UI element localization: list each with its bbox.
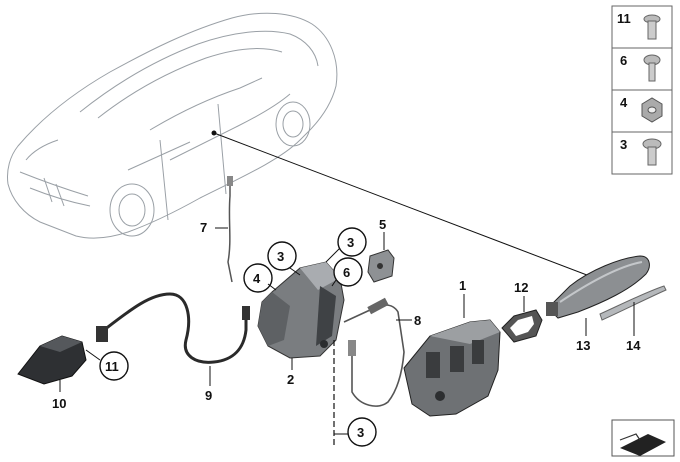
label-14: 14	[626, 338, 641, 353]
side-label-6: 6	[620, 53, 627, 68]
screw-3-icon	[642, 138, 662, 166]
door-handle-13: 13	[546, 255, 650, 353]
bracket-5: 5	[367, 217, 395, 283]
label-12: 12	[514, 280, 528, 295]
screw-11-icon	[643, 14, 661, 40]
side-label-11: 11	[617, 11, 631, 26]
door-lock-2: 2	[257, 261, 345, 387]
label-5: 5	[379, 217, 386, 232]
dotted-leader-3: 3	[333, 340, 377, 447]
label-11: 11	[105, 359, 119, 374]
screw-6-icon	[643, 54, 661, 82]
label-13: 13	[576, 338, 590, 353]
handle-carrier-1: 1	[403, 278, 501, 417]
rod-7: 7	[200, 176, 233, 283]
label-4: 4	[253, 271, 261, 286]
side-label-3: 3	[620, 137, 627, 152]
label-10: 10	[52, 396, 66, 411]
car-to-handle-leader	[211, 130, 601, 281]
label-8: 8	[414, 313, 421, 328]
seal-12: 12	[501, 280, 543, 343]
label-3a: 3	[277, 249, 284, 264]
trim-14: 14	[599, 285, 667, 353]
callout-circles-lock: 3 3 4 6	[243, 227, 367, 293]
hardware-panel: 11 6 4 3	[611, 5, 673, 175]
nut-4-icon	[641, 97, 663, 123]
label-6: 6	[343, 265, 350, 280]
label-3c: 3	[357, 425, 364, 440]
label-9: 9	[205, 388, 212, 403]
wire-harness-9: 9	[96, 292, 250, 403]
actuator-10: 10	[17, 335, 87, 411]
car-outline	[7, 12, 338, 239]
label-2: 2	[287, 372, 294, 387]
label-3b: 3	[347, 235, 354, 250]
label-7: 7	[200, 220, 207, 235]
side-label-4: 4	[620, 95, 628, 110]
bowden-cable-8: 8	[343, 297, 421, 407]
catalog-icon	[611, 419, 675, 457]
callout-11: 11	[85, 349, 129, 381]
label-1: 1	[459, 278, 466, 293]
